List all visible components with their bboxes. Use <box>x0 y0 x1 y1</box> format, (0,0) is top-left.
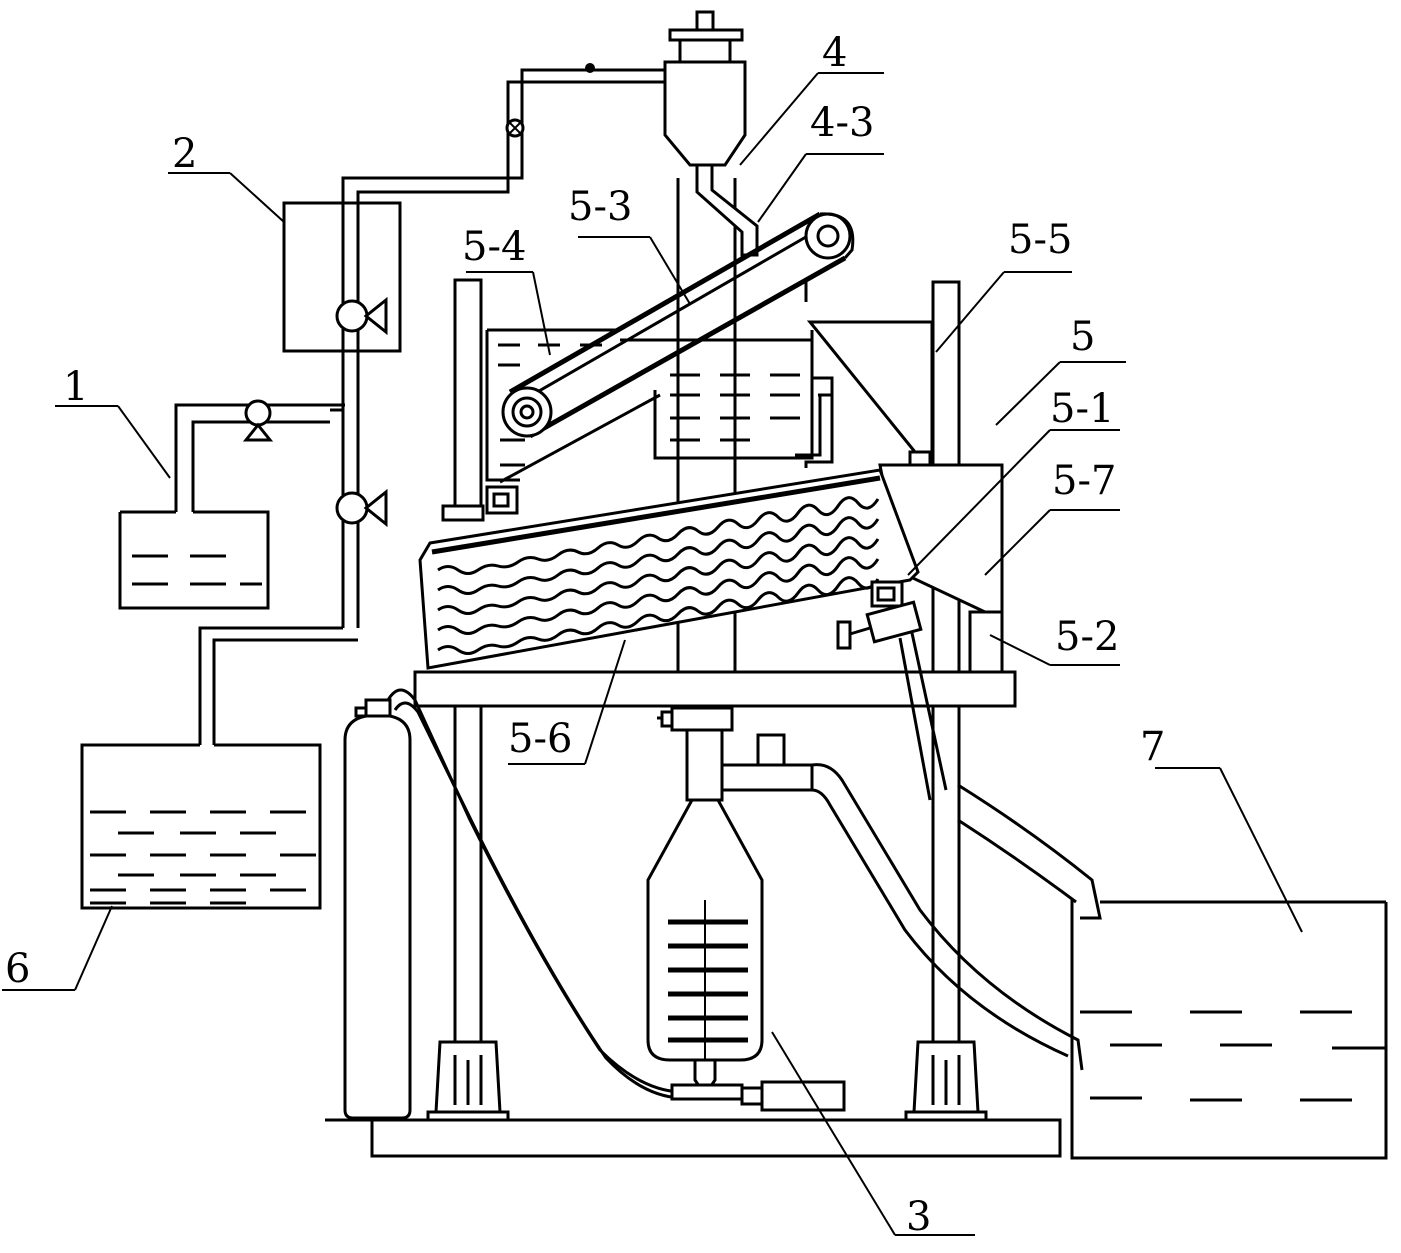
column-discharge-chute <box>811 763 1084 1071</box>
pipe-to-tank-6 <box>198 626 343 745</box>
tank-5-4 <box>485 328 620 482</box>
tailings-chute-inner <box>957 818 1077 904</box>
tank-inner <box>620 330 834 468</box>
column-discharge-chute-inner <box>811 788 1069 1058</box>
label-3: 3 <box>906 1194 931 1240</box>
label-5-6: 5-6 <box>508 716 572 762</box>
tank-7 <box>1070 900 1388 1160</box>
frame-right-column <box>904 280 988 1122</box>
left-pole <box>441 278 485 522</box>
label-5: 5 <box>1070 314 1095 360</box>
valve-5-1 <box>836 580 948 801</box>
label-5-2: 5-2 <box>1055 614 1119 660</box>
pipe-to-tank-6-inner <box>212 638 358 745</box>
label-5-3: 5-3 <box>568 184 632 230</box>
feed-hopper-4 <box>663 10 759 257</box>
label-5-5: 5-5 <box>1008 217 1072 263</box>
label-5-1: 5-1 <box>1050 386 1114 432</box>
leader-lines <box>2 72 1303 1236</box>
table-plate <box>413 670 1017 708</box>
label-1: 1 <box>63 364 88 410</box>
label-2: 2 <box>172 131 197 177</box>
flotation-channel-5-6 <box>418 468 920 670</box>
hopper-5-5 <box>806 320 934 476</box>
frame-left-column <box>426 700 510 1122</box>
gas-hose-inner <box>393 701 681 1100</box>
sensor-box-inner <box>492 492 510 508</box>
level-pipe <box>499 393 661 484</box>
conveyor-belt-5-3 <box>501 211 855 439</box>
base-platform <box>325 1118 1062 1158</box>
label-7: 7 <box>1140 724 1165 770</box>
label-4-3: 4-3 <box>810 100 874 146</box>
label-5-7: 5-7 <box>1052 458 1116 504</box>
tank-1 <box>118 510 270 610</box>
main-vertical-pipe <box>330 63 665 628</box>
label-6: 6 <box>5 946 30 992</box>
tank-6 <box>80 743 322 910</box>
label-5-4: 5-4 <box>462 224 526 270</box>
pipe-tank1-pump <box>174 399 345 512</box>
flotation-column-3 <box>646 706 846 1112</box>
gas-cylinder <box>343 698 412 1120</box>
label-4: 4 <box>822 30 847 76</box>
tailings-chute <box>957 783 1102 920</box>
